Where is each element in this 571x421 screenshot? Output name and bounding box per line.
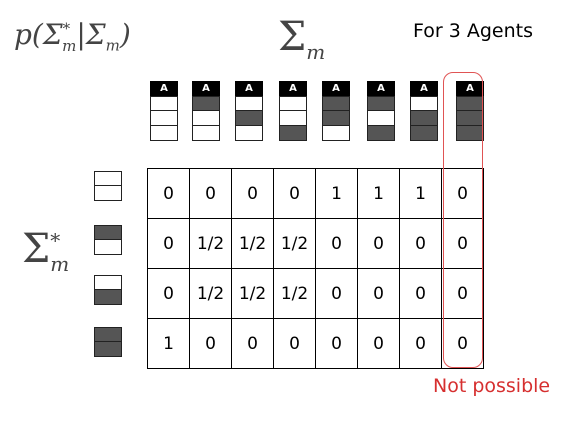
column-glyph: A	[150, 81, 178, 141]
matrix-cell: 0	[315, 318, 358, 369]
row-glyph	[94, 171, 122, 201]
row-axis-symbol: Σ*m	[22, 226, 70, 276]
empty-cell	[235, 126, 263, 141]
filled-cell	[94, 225, 122, 240]
matrix-cell: 0	[357, 318, 400, 369]
agents-label: For 3 Agents	[413, 20, 533, 42]
matrix-cell: 1/2	[231, 268, 274, 319]
matrix-cell: 0	[399, 268, 442, 319]
empty-cell	[279, 111, 307, 126]
filled-cell	[94, 342, 122, 357]
matrix-cell: 0	[231, 318, 274, 369]
row-glyph	[94, 275, 122, 305]
not-possible-highlight	[443, 72, 483, 368]
column-glyph: A	[235, 81, 263, 141]
empty-cell	[150, 111, 178, 126]
column-glyph: A	[192, 81, 220, 141]
matrix-cell: 1/2	[189, 218, 232, 269]
empty-cell	[94, 240, 122, 255]
column-glyph: A	[279, 81, 307, 141]
agent-tag: A	[235, 81, 263, 96]
matrix-cell: 1	[147, 318, 190, 369]
empty-cell	[367, 111, 395, 126]
empty-cell	[192, 111, 220, 126]
matrix-cell: 0	[357, 268, 400, 319]
matrix-cell: 0	[189, 318, 232, 369]
filled-cell	[322, 96, 350, 111]
filled-cell	[94, 327, 122, 342]
matrix-cell: 1/2	[273, 268, 316, 319]
empty-cell	[192, 126, 220, 141]
matrix-cell: 0	[399, 318, 442, 369]
matrix-cell: 1	[399, 168, 442, 219]
matrix-cell: 0	[315, 218, 358, 269]
matrix-cell: 0	[441, 168, 484, 219]
column-glyph: A	[456, 81, 484, 141]
empty-cell	[150, 126, 178, 141]
agent-tag: A	[192, 81, 220, 96]
matrix-cell: 1/2	[231, 218, 274, 269]
filled-cell	[456, 126, 484, 141]
agent-tag: A	[279, 81, 307, 96]
matrix-cell: 1/2	[273, 218, 316, 269]
filled-cell	[367, 96, 395, 111]
filled-cell	[322, 111, 350, 126]
column-glyph: A	[367, 81, 395, 141]
row-glyph	[94, 327, 122, 357]
empty-cell	[94, 275, 122, 290]
matrix-cell: 0	[441, 268, 484, 319]
empty-cell	[235, 96, 263, 111]
column-glyph: A	[322, 81, 350, 141]
matrix-cell: 0	[273, 168, 316, 219]
matrix-cell: 0	[147, 168, 190, 219]
filled-cell	[456, 111, 484, 126]
empty-cell	[279, 96, 307, 111]
empty-cell	[150, 96, 178, 111]
empty-cell	[94, 186, 122, 201]
agent-tag: A	[150, 81, 178, 96]
matrix-cell: 0	[231, 168, 274, 219]
filled-cell	[410, 126, 438, 141]
filled-cell	[94, 290, 122, 305]
filled-cell	[192, 96, 220, 111]
matrix-cell: 0	[399, 218, 442, 269]
empty-cell	[322, 126, 350, 141]
filled-cell	[235, 111, 263, 126]
filled-cell	[279, 126, 307, 141]
not-possible-label: Not possible	[433, 375, 551, 397]
matrix-cell: 0	[357, 218, 400, 269]
agent-tag: A	[367, 81, 395, 96]
matrix-cell: 0	[189, 168, 232, 219]
matrix-cell: 0	[315, 268, 358, 319]
agent-tag: A	[322, 81, 350, 96]
agent-tag: A	[410, 81, 438, 96]
matrix-cell: 0	[273, 318, 316, 369]
empty-cell	[410, 96, 438, 111]
filled-cell	[367, 126, 395, 141]
column-glyph: A	[410, 81, 438, 141]
row-glyph	[94, 225, 122, 255]
probability-expression: p(Σ*m|Σm)	[14, 18, 131, 55]
column-axis-symbol: Σm	[278, 14, 326, 64]
agent-tag: A	[456, 81, 484, 96]
matrix-cell: 1	[315, 168, 358, 219]
matrix-cell: 0	[147, 218, 190, 269]
empty-cell	[94, 171, 122, 186]
filled-cell	[456, 96, 484, 111]
filled-cell	[410, 111, 438, 126]
matrix-cell: 0	[147, 268, 190, 319]
matrix-cell: 1/2	[189, 268, 232, 319]
matrix-cell: 1	[357, 168, 400, 219]
